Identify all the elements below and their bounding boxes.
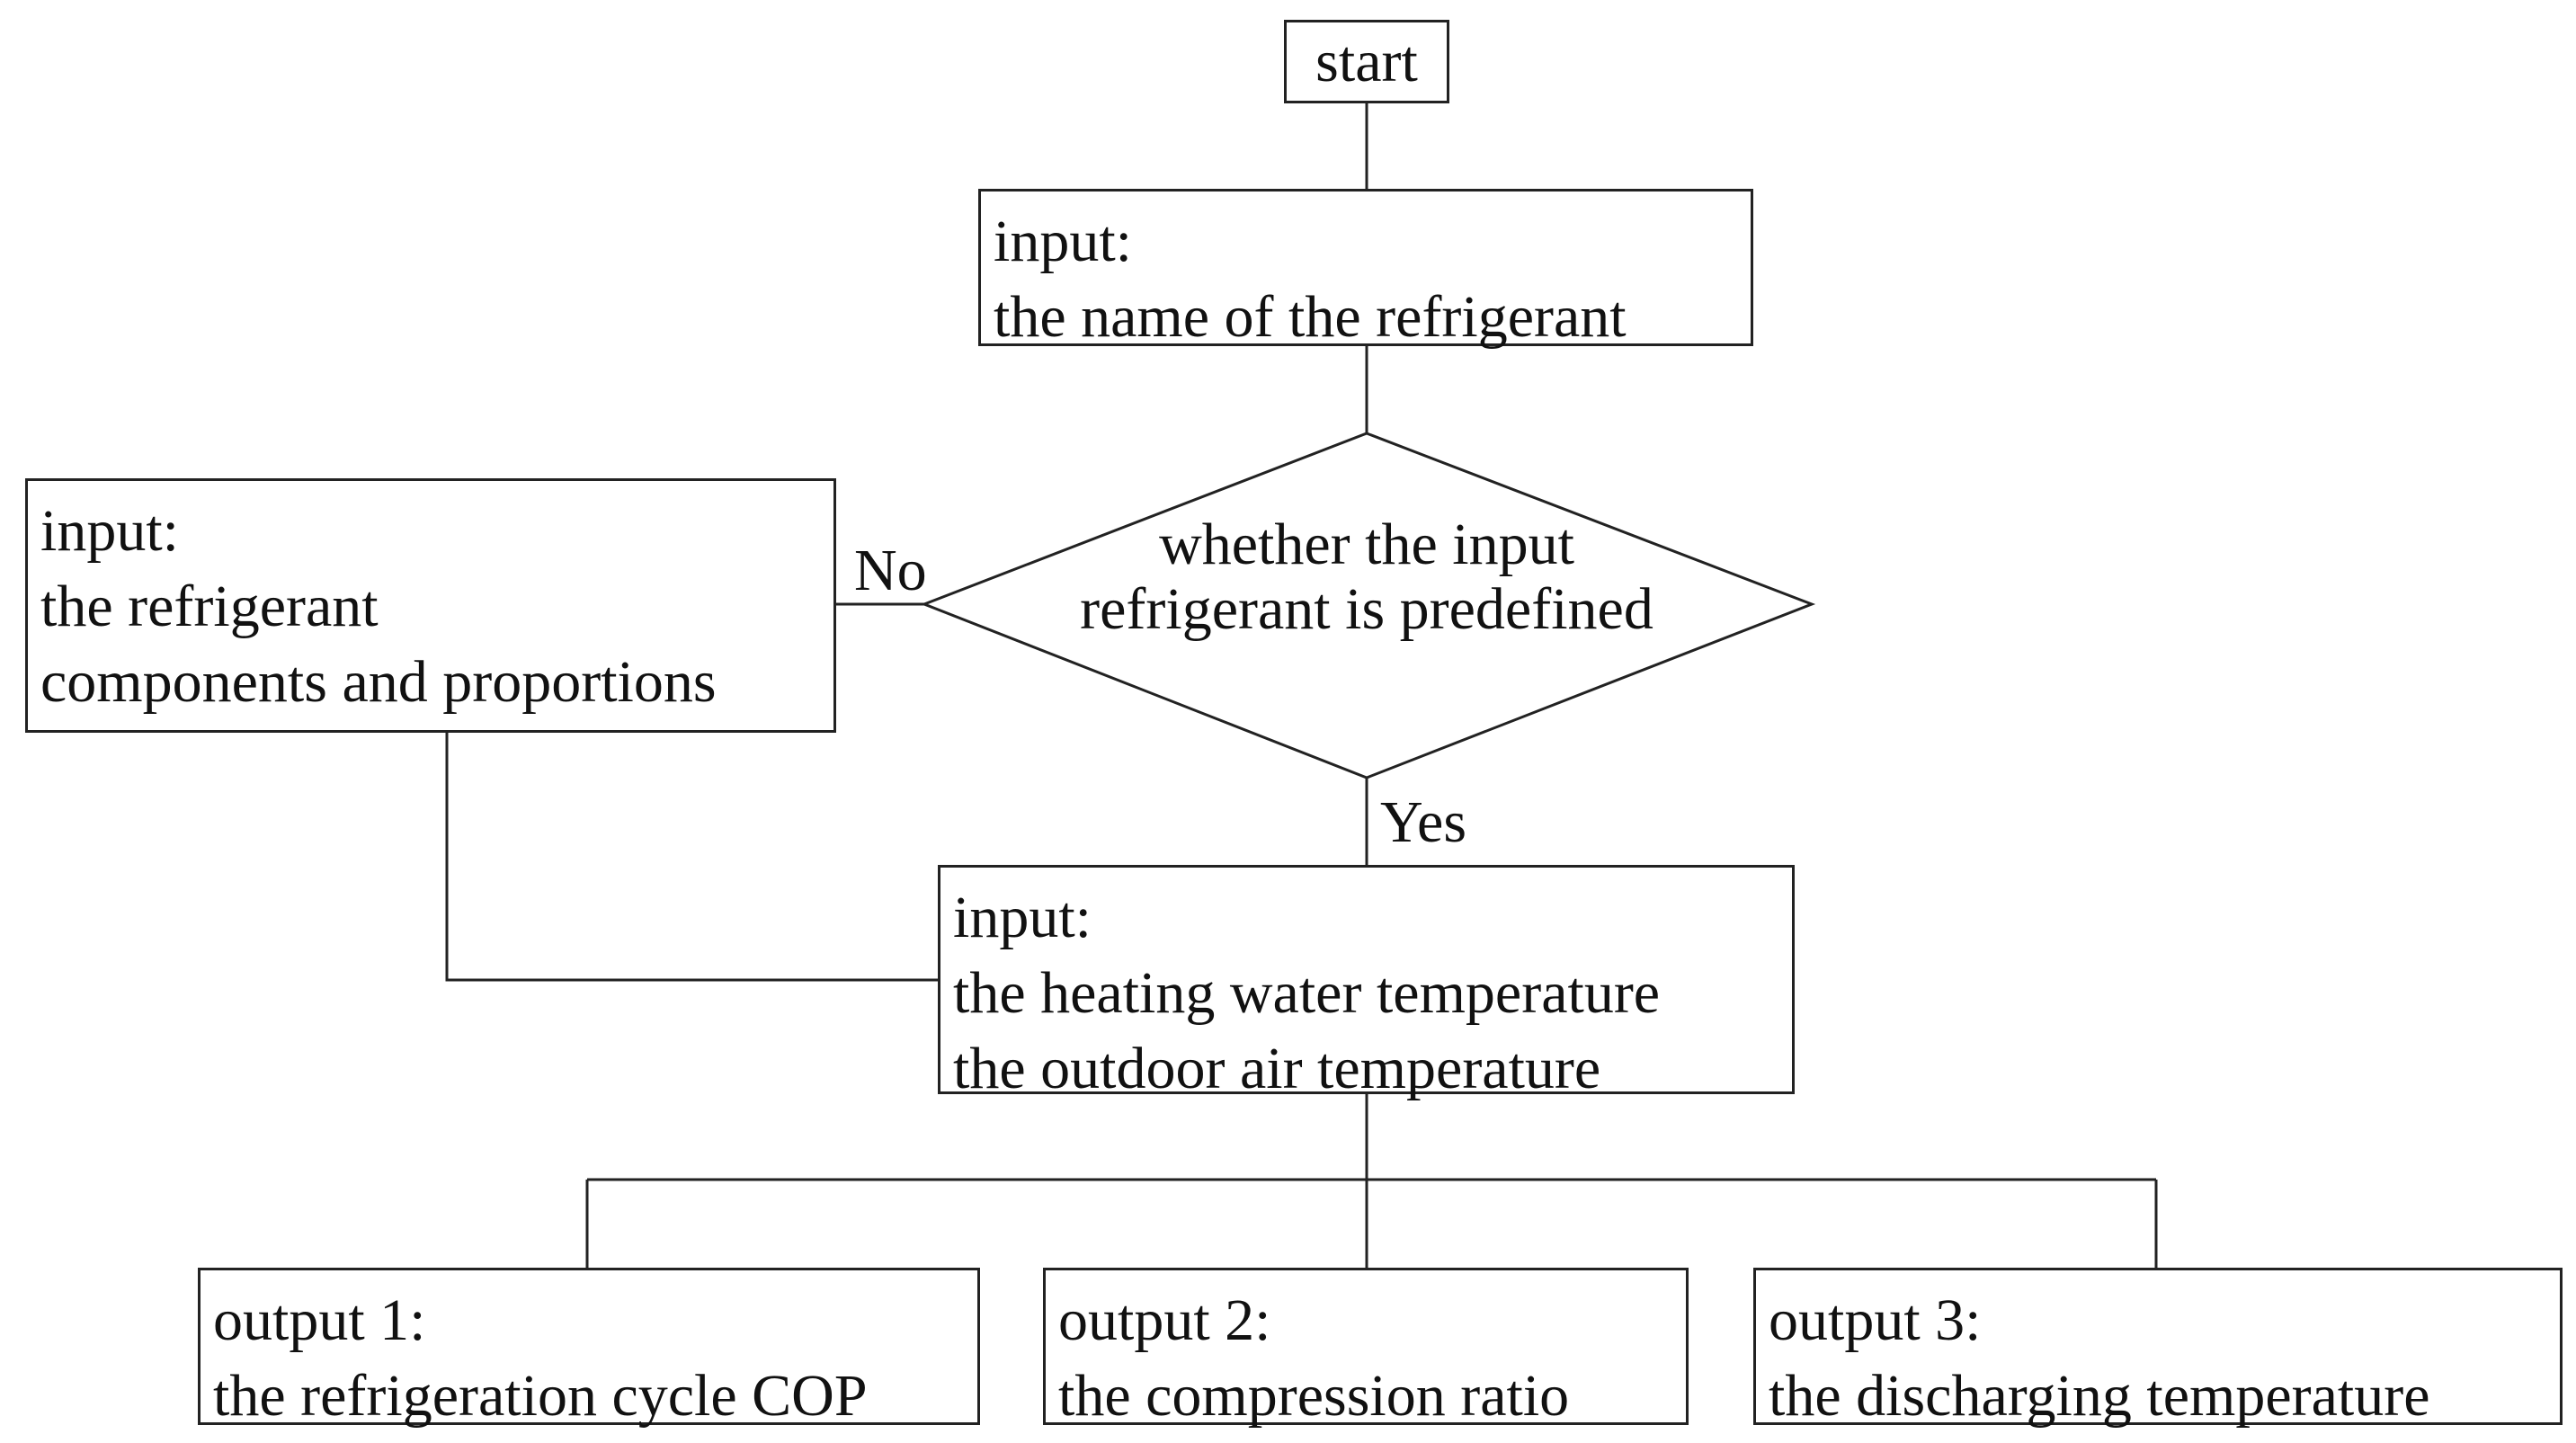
output-2-box: output 2: the compression ratio [1043, 1268, 1689, 1429]
input-heating-water-temperature: the heating water temperature [953, 960, 1661, 1026]
output-2-heading: output 2: [1058, 1287, 1271, 1353]
decision-diamond [920, 432, 1816, 779]
output-1-box: output 1: the refrigeration cycle COP [198, 1268, 980, 1429]
input-name-heading: input: [994, 209, 1133, 274]
input-name-box: input: the name of the refrigerant [978, 189, 1753, 350]
input-outdoor-air-temperature: the outdoor air temperature [953, 1036, 1601, 1101]
start-box: start [1284, 20, 1449, 103]
input-components-heading: input: [40, 498, 180, 564]
input-temperatures-box: input: the heating water temperature the… [938, 865, 1795, 1101]
output-1-text: the refrigeration cycle COP [213, 1363, 868, 1429]
decision-text: whether the input refrigerant is predefi… [944, 512, 1789, 642]
input-components-line-1: the refrigerant [40, 574, 379, 639]
no-label: No [854, 538, 927, 603]
decision-line-2: refrigerant is predefined [1080, 576, 1653, 642]
decision-line-1: whether the input [1159, 512, 1574, 577]
input-components-box: input: the refrigerant components and pr… [25, 478, 836, 733]
output-3-box: output 3: the discharging temperature [1753, 1268, 2563, 1429]
output-2-text: the compression ratio [1058, 1363, 1570, 1429]
input-components-line-2: components and proportions [40, 649, 717, 715]
yes-label: Yes [1380, 789, 1467, 855]
input-name-text: the name of the refrigerant [994, 284, 1627, 350]
input-temperatures-heading: input: [953, 885, 1092, 950]
output-3-heading: output 3: [1769, 1287, 1982, 1353]
start-label: start [1315, 29, 1418, 94]
output-1-heading: output 1: [213, 1287, 426, 1353]
output-3-text: the discharging temperature [1769, 1363, 2430, 1429]
connector-components-to-temperatures [445, 733, 938, 982]
